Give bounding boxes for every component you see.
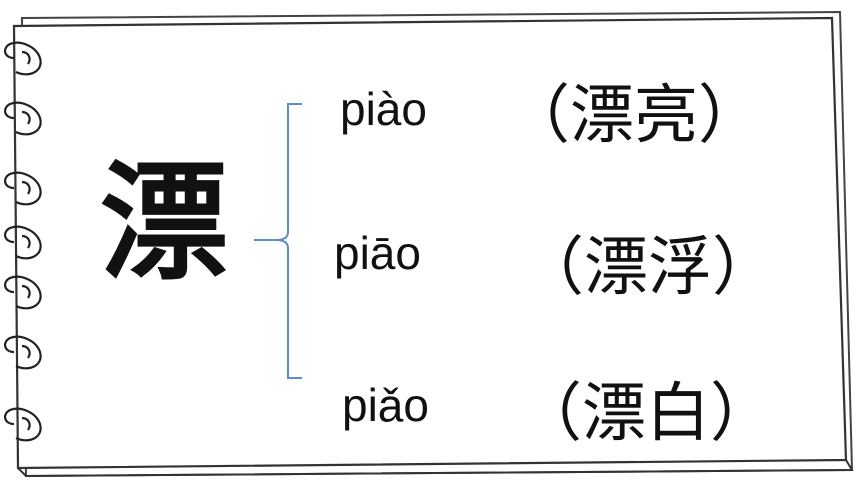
word-2: （漂浮） bbox=[520, 231, 776, 305]
pinyin-1: piào bbox=[340, 83, 427, 135]
pinyin-3: piǎo bbox=[342, 379, 429, 431]
word-1: （漂亮） bbox=[506, 79, 762, 153]
spiral-binding bbox=[4, 41, 42, 442]
word-3: （漂白） bbox=[518, 377, 774, 451]
pinyin-2: piāo bbox=[334, 227, 421, 279]
ring-2 bbox=[4, 101, 42, 136]
ring-3 bbox=[4, 171, 42, 206]
ring-7 bbox=[4, 407, 42, 442]
ring-5 bbox=[4, 275, 42, 310]
ring-4 bbox=[4, 225, 42, 260]
ring-6 bbox=[4, 335, 42, 370]
ring-1 bbox=[4, 41, 42, 76]
main-character: 漂 bbox=[100, 149, 229, 298]
